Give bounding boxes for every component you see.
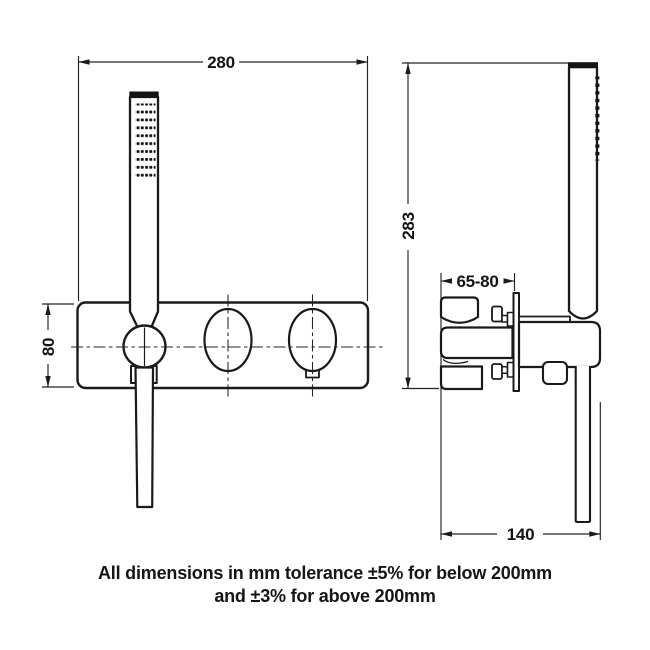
valve-body-arc	[442, 358, 469, 364]
arrowhead-left	[441, 278, 452, 284]
arrowhead-right	[356, 59, 368, 65]
spray-face-dots	[135, 103, 156, 182]
valve-top-port-arc	[443, 318, 476, 324]
arrowhead-up	[405, 63, 411, 74]
valve-body	[439, 296, 515, 391]
handset-top-cap	[129, 91, 159, 98]
handset-handle-side	[574, 366, 592, 524]
dim-label-140: 140	[507, 525, 534, 544]
side-view: 283 65-80	[399, 62, 602, 544]
hose-outlet-side	[541, 360, 569, 386]
dim-overall-height: 283	[399, 62, 569, 390]
handset-handle-front	[134, 366, 155, 509]
valve-bottom-port	[439, 365, 484, 391]
dim-label-width: 280	[207, 53, 234, 72]
handset-side	[567, 65, 599, 320]
arrowhead-left	[441, 531, 452, 537]
spray-dots-side	[595, 76, 600, 161]
mounting-tab-upper	[491, 305, 503, 323]
arrowhead-left	[78, 59, 90, 65]
dim-label-depth: 65-80	[457, 272, 499, 291]
dim-reach: 140	[441, 402, 601, 544]
mounting-stem-upper	[501, 314, 509, 323]
dim-label-283: 283	[399, 212, 418, 239]
handset-top-cap-side	[568, 62, 598, 69]
arrowhead-down	[45, 376, 51, 387]
mounting-stem-lower	[501, 366, 509, 375]
arrowhead-down	[405, 377, 411, 389]
valve-top-port	[439, 296, 480, 324]
front-view: 280 80	[39, 53, 383, 509]
dim-valve-depth: 65-80	[441, 272, 516, 291]
arrowhead-right	[503, 278, 515, 284]
arrowhead-right	[589, 531, 601, 537]
dim-label-height: 80	[39, 338, 58, 356]
dim-plate-height: 80	[39, 303, 74, 388]
tolerance-note-line1: All dimensions in mm tolerance ±5% for b…	[97, 563, 552, 583]
tolerance-note: All dimensions in mm tolerance ±5% for b…	[0, 562, 650, 607]
dim-plate-width: 280	[77, 53, 369, 301]
mounting-tab-lower	[491, 363, 503, 380]
valve-main-body	[439, 326, 514, 360]
arrowhead-up	[45, 304, 51, 315]
tolerance-note-line2: and ±3% for above 200mm	[214, 585, 436, 606]
holder-bracket-side	[517, 320, 602, 369]
